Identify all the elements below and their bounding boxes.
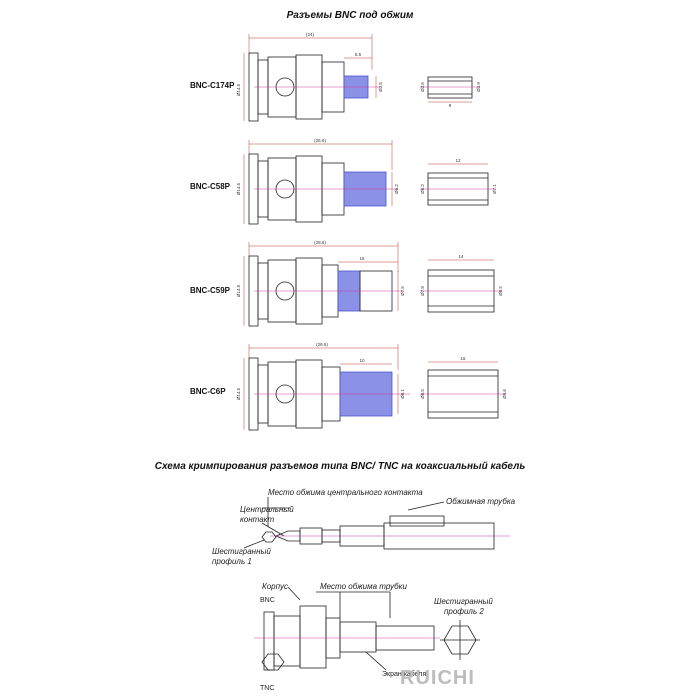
tube-outer-diameter-dimension: Ø8.5 (498, 286, 503, 296)
connector-row-4: BNC-C6P (28.6) 10 Ø14.5 Ø8.1 16 Ø8.5 Ø9.… (190, 342, 507, 431)
connector-model-label: BNC-C174P (190, 81, 235, 90)
hex-profile-1-label: Шестигранный (212, 547, 271, 556)
hex-profile-2-label: профиль 2 (444, 607, 484, 616)
tube-inner-diameter-dimension: Ø3.5 (420, 82, 425, 92)
hex-profile-2-label: Шестигранный (434, 597, 493, 606)
tube-length-dimension: 12 (455, 158, 461, 163)
center-contact-label: Центральный (240, 505, 294, 514)
tail-length-dimension: 6.5 (355, 52, 362, 57)
overall-length-dimension: (24) (306, 32, 315, 37)
center-contact-label: контакт (240, 515, 275, 524)
connector-row-1: BNC-C174P (24) 6.5 Ø14.5 Ø3.5 9 Ø3.5 Ø3.… (190, 32, 481, 122)
cable-shield-label: Экран кабеля (382, 670, 426, 678)
scheme-title: Схема кримпирования разъемов типа BNC/ T… (155, 460, 526, 472)
tnc-label: TNC (260, 685, 274, 692)
tube-outer-diameter-dimension: Ø7.1 (492, 184, 497, 194)
tail-diameter-dimension: Ø3.5 (378, 82, 383, 92)
connector-model-label: BNC-C6P (190, 387, 226, 396)
hex-profile-1-label: профиль 1 (212, 557, 252, 566)
overall-length-dimension: (26.6) (314, 138, 326, 143)
body-label: Корпус (262, 582, 288, 591)
tube-length-dimension: 16 (460, 356, 466, 361)
tube-outer-diameter-dimension: Ø9.6 (502, 389, 507, 399)
connector-model-label: BNC-C59P (190, 286, 231, 295)
cable-assembly-diagram: Место обжима центрального контакта Обжим… (212, 488, 516, 566)
tube-inner-diameter-dimension: Ø7.8 (420, 286, 425, 296)
tube-inner-diameter-dimension: Ø6.2 (420, 184, 425, 194)
tail-diameter-dimension: Ø6.2 (394, 184, 399, 194)
body-diameter-dimension: Ø14.5 (236, 83, 241, 96)
bnc-label: BNC (260, 597, 275, 604)
connector-crimp-diagram: Корпус Место обжима трубки BNC TNC Экран… (254, 582, 493, 692)
body-diameter-dimension: Ø14.5 (236, 182, 241, 195)
overall-length-dimension: (28.6) (316, 342, 328, 347)
tube-length-dimension: 9 (449, 103, 452, 108)
sleeve-crimp-place-label: Место обжима трубки (320, 582, 407, 591)
tube-inner-diameter-dimension: Ø8.5 (420, 389, 425, 399)
center-crimp-place-label: Место обжима центрального контакта (268, 488, 423, 497)
body-diameter-dimension: Ø14.5 (236, 284, 241, 297)
tube-outer-diameter-dimension: Ø3.9 (476, 82, 481, 92)
tail-diameter-dimension: Ø8.1 (400, 389, 405, 399)
connector-row-3: BNC-C59P (28.6) 16 Ø14.5 Ø7.5 14 Ø7.8 Ø8… (190, 240, 503, 327)
body-diameter-dimension: Ø14.5 (236, 387, 241, 400)
tail-length-dimension: 10 (359, 358, 365, 363)
tube-length-dimension: 14 (458, 254, 464, 259)
page-title: Разъемы BNC под обжим (287, 9, 414, 21)
connector-model-label: BNC-C58P (190, 182, 231, 191)
tail-length-dimension: 16 (359, 256, 365, 261)
overall-length-dimension: (28.6) (314, 240, 326, 245)
tail-diameter-dimension: Ø7.5 (400, 286, 405, 296)
connector-row-2: BNC-C58P (26.6) Ø14.5 Ø6.2 12 Ø6.2 Ø7.1 (190, 138, 497, 225)
crimp-sleeve-label: Обжимная трубка (446, 497, 516, 506)
brand-logo: RUICHI (400, 667, 475, 689)
